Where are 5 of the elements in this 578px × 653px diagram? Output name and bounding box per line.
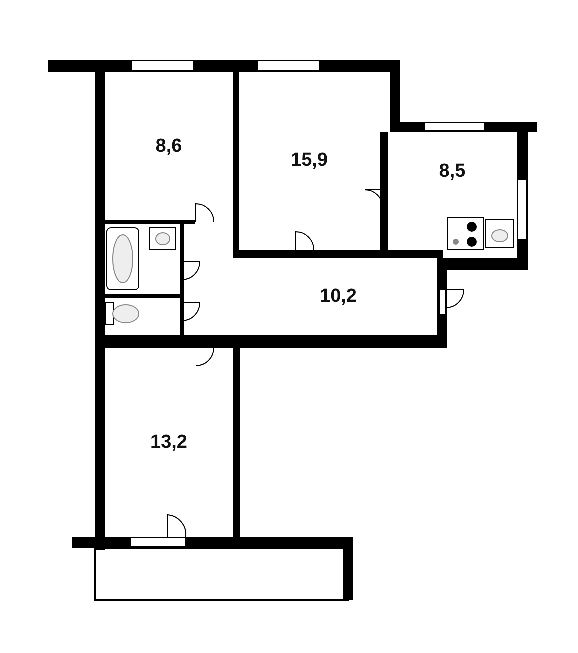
room-area: 10,2 (320, 286, 357, 308)
room-area: 8,6 (156, 136, 182, 158)
room-area: 8,5 (439, 161, 466, 183)
room-area: 13,2 (150, 432, 188, 454)
room-area: 15,9 (291, 150, 328, 172)
